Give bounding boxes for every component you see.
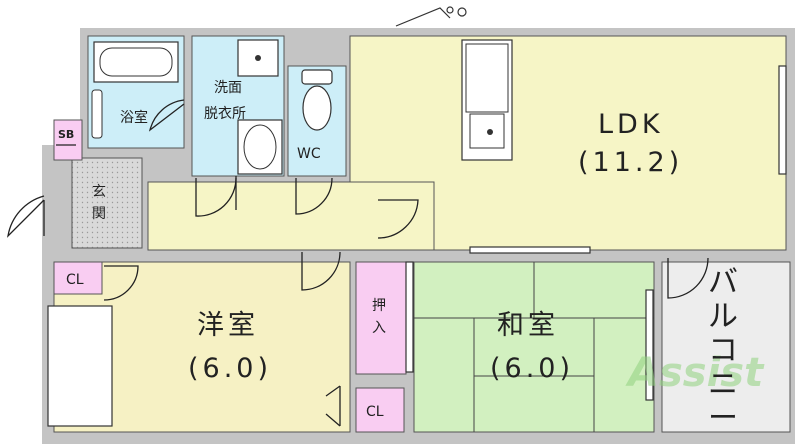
japanese-size: (6.0)	[490, 353, 574, 384]
ldk-size: (11.2)	[578, 147, 683, 178]
washing-machine-pan	[237, 39, 279, 77]
tatami-lines	[414, 262, 654, 432]
watermark: Assist	[625, 350, 765, 396]
hallway	[147, 181, 435, 251]
ldk-name: LDK	[598, 109, 664, 140]
bath-name: 浴室	[120, 109, 148, 126]
balcony-char-1: バ	[708, 265, 738, 300]
bathtub	[91, 41, 179, 139]
entrance-floor	[71, 157, 143, 249]
western-size: (6.0)	[188, 353, 272, 384]
toilet-name: WC	[297, 146, 321, 162]
japanese-name: 和室	[497, 310, 559, 341]
top-detail	[395, 6, 467, 27]
oshiire-line1: 押	[372, 298, 386, 314]
balcony-area	[661, 261, 791, 433]
wash-basin	[237, 119, 283, 175]
shoebox-label: SB	[58, 128, 74, 141]
closet-entrance-label: CL	[66, 272, 84, 288]
kitchen-counter	[461, 39, 513, 161]
western-shelf	[47, 305, 113, 427]
windows	[405, 65, 787, 401]
entrance-line2: 関	[92, 206, 106, 222]
washroom-line1: 洗面	[214, 80, 242, 96]
balcony-char-3: コ	[708, 333, 738, 368]
western-name: 洋室	[197, 310, 259, 341]
shoebox-cabinet	[53, 119, 83, 161]
balcony-char-5: ー	[708, 401, 738, 436]
doors	[7, 99, 709, 427]
entrance-line1: 玄	[92, 183, 106, 200]
balcony-char-4: ニ	[708, 367, 738, 402]
closet-western	[355, 387, 405, 433]
closet-western-label: CL	[366, 404, 384, 420]
balcony-char-2: ル	[708, 299, 738, 334]
closet-entrance	[53, 261, 103, 295]
oshiire-closet	[355, 261, 407, 375]
toilet-fixture	[301, 69, 333, 131]
washroom-line2: 脱衣所	[204, 106, 246, 122]
oshiire-line2: 入	[372, 320, 386, 336]
